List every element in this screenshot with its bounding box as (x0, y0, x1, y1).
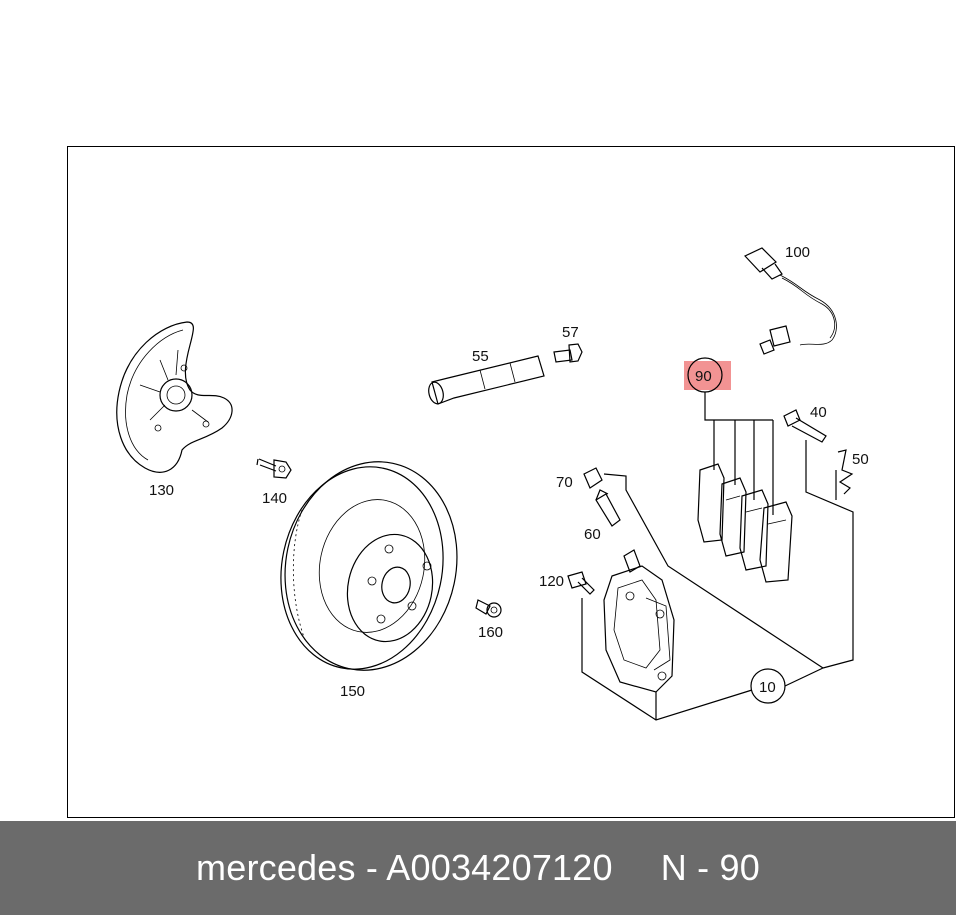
part-70-cap[interactable] (583, 467, 603, 489)
part-57-bolt[interactable] (553, 343, 583, 363)
label-57: 57 (562, 324, 579, 341)
label-100: 100 (785, 244, 810, 261)
leader-90 (704, 392, 774, 515)
label-140: 140 (262, 490, 287, 507)
label-10: 10 (759, 679, 776, 696)
part-10-brake-caliper[interactable] (603, 549, 675, 693)
label-160: 160 (478, 624, 503, 641)
label-90: 90 (695, 368, 712, 385)
footer-position: N - 90 (660, 847, 760, 888)
part-160-screw[interactable] (475, 599, 502, 618)
part-50-spring-clip[interactable] (837, 449, 854, 495)
label-150: 150 (340, 683, 365, 700)
part-130-dust-shield[interactable] (116, 321, 233, 473)
label-40: 40 (810, 404, 827, 421)
part-100-wear-sensor[interactable] (743, 247, 837, 355)
leader-60-70 (603, 473, 824, 669)
label-120: 120 (539, 573, 564, 590)
label-70: 70 (556, 474, 573, 491)
label-55: 55 (472, 348, 489, 365)
part-140-bolt[interactable] (256, 458, 292, 479)
leader-40-50 (805, 440, 854, 669)
leader-10 (581, 598, 753, 721)
footer-banner: mercedes - A0034207120 N - 90 (0, 821, 956, 915)
part-40-bolt[interactable] (783, 409, 827, 443)
part-120-bolt[interactable] (567, 571, 595, 595)
label-130: 130 (149, 482, 174, 499)
leader-10-right (784, 667, 824, 687)
label-50: 50 (852, 451, 869, 468)
part-90-highlight[interactable]: 90 (684, 357, 731, 393)
part-90-brake-pads[interactable] (697, 463, 793, 583)
part-55-guide-pin[interactable] (427, 355, 545, 405)
part-150-brake-disc[interactable] (263, 446, 476, 687)
diagram-frame (67, 146, 955, 818)
footer-part-number: mercedes - A0034207120 (196, 847, 613, 888)
label-60: 60 (584, 526, 601, 543)
part-60-bleed-valve[interactable] (595, 489, 621, 527)
